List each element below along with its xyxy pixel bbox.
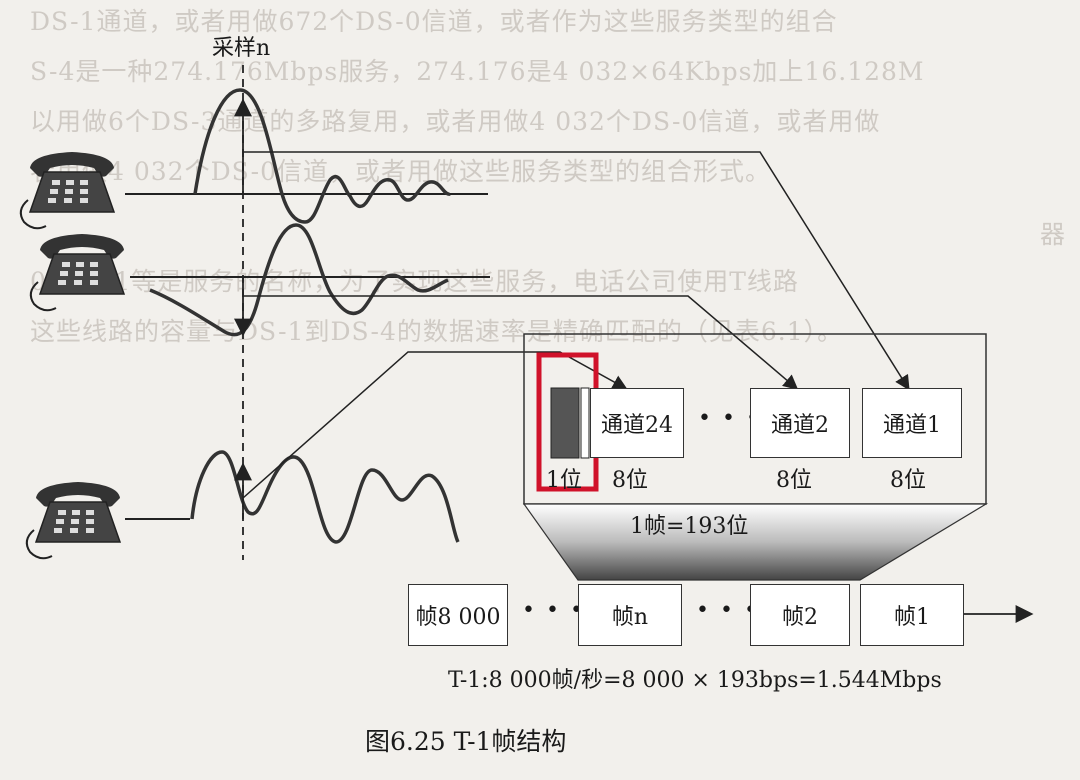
connector-channel-2 <box>243 295 799 390</box>
ellipsis: • • • <box>698 406 761 431</box>
analog-waveform-2 <box>149 223 449 337</box>
analog-waveform-3 <box>190 450 460 544</box>
frame-1-box: 帧1 <box>860 584 964 646</box>
background-text-line: S-4是一种274.176Mbps服务，274.176是4 032×64Kbps… <box>30 57 925 86</box>
bit-label: 1位 <box>546 468 582 493</box>
framing-bit <box>550 387 580 459</box>
connector-channel-1 <box>243 151 910 391</box>
bit-label: 8位 <box>890 468 926 493</box>
connector-channel-24 <box>242 351 628 499</box>
background-text-line: 以用做6个DS-3通道的多路复用，或者用做4 032个DS-0信道，或者用做 <box>30 107 881 136</box>
frame-n-box: 帧n <box>578 584 682 646</box>
frame-8000-box: 帧8 000 <box>408 584 508 646</box>
telephone-icon <box>19 151 115 230</box>
figure-caption: 图6.25 T-1帧结构 <box>365 727 567 756</box>
frame-size-label: 1帧=193位 <box>630 514 749 539</box>
ellipsis: • • • <box>696 598 759 623</box>
background-text-line: 器 <box>1040 220 1067 249</box>
frame-2-box: 帧2 <box>750 584 850 646</box>
bit-label: 8位 <box>612 468 648 493</box>
frame-funnel <box>522 503 989 581</box>
channel-24-box: 通道24 <box>590 388 684 458</box>
telephone-icon <box>25 481 121 560</box>
channel-1-box: 通道1 <box>862 388 962 458</box>
background-text-line: 0. DS-1等是服务的名称，为了实现这些服务，电话公司使用T线路 <box>30 267 799 296</box>
background-text-line: DS-1通道，或者用做672个DS-0信道，或者作为这些服务类型的组合 <box>30 7 838 36</box>
bit-label: 8位 <box>776 468 812 493</box>
background-text-line: 者用做4 032个DS-0信道，或者用做这些服务类型的组合形式。 <box>30 157 772 186</box>
analog-waveform-1 <box>193 88 451 224</box>
telephone-icon <box>29 233 125 312</box>
sample-label: 采样n <box>212 36 271 61</box>
rate-label: T-1:8 000帧/秒=8 000 × 193bps=1.544Mbps <box>448 668 942 693</box>
channel-2-box: 通道2 <box>750 388 850 458</box>
ellipsis: • • • <box>522 598 585 623</box>
background-text-line: 这些线路的容量与DS-1到DS-4的数据速率是精确匹配的（见表6.1）。 <box>30 317 844 346</box>
